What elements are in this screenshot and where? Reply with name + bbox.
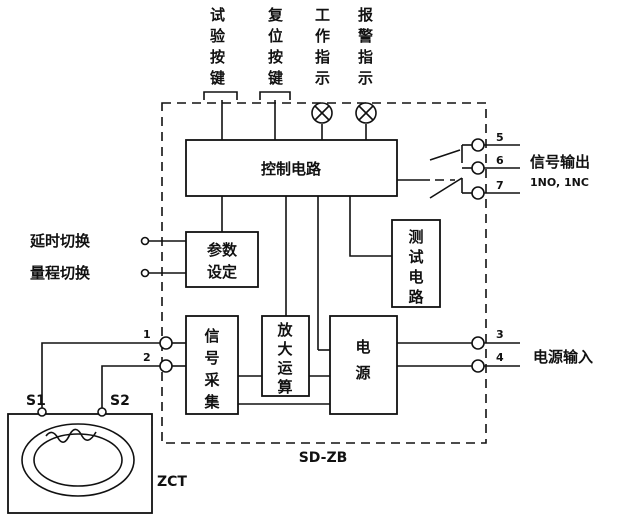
zct-housing (7, 413, 153, 514)
amplifier-char: 运 (277, 359, 292, 377)
power-input-label: 电源输入 (533, 348, 593, 366)
signal-output-label: 信号输出 (530, 153, 590, 171)
alarm-indicator-char: 报 (358, 6, 373, 24)
test-button-connector (203, 91, 238, 100)
alarm-indicator-lamp-icon (355, 102, 377, 124)
relay-nc-contact (429, 149, 461, 161)
terminal-3 (471, 336, 485, 350)
test-circuit-char: 试 (408, 248, 423, 266)
signal-acquisition-char: 信 (204, 327, 219, 345)
terminal-7 (471, 186, 485, 200)
test-circuit-char: 电 (408, 268, 423, 286)
parameter-setting-label: 参数 (207, 241, 238, 259)
terminal-1 (159, 336, 173, 350)
control-circuit-label: 控制电路 (261, 160, 322, 178)
test-button-char: 试 (210, 6, 225, 24)
relay-no-contact (429, 177, 463, 199)
test-button-char: 键 (209, 69, 225, 87)
zct-label: ZCT (157, 474, 187, 490)
terminal-2 (159, 359, 173, 373)
s2-terminal (97, 407, 107, 417)
range-switch-terminal (140, 268, 150, 278)
amplifier-char: 放 (276, 321, 293, 339)
reset-button-label: 复 位 按 键 (267, 6, 284, 87)
reset-button-char: 位 (268, 27, 283, 45)
signal-acquisition-char: 集 (203, 393, 220, 411)
power-supply-char: 电 (355, 338, 370, 356)
alarm-indicator-label: 报 警 指 示 (357, 6, 373, 87)
s1-wire (41, 342, 160, 408)
signal-acquisition-block (185, 315, 239, 415)
work-indicator-label: 工 作 指 示 (315, 6, 330, 87)
amplifier-char: 大 (277, 340, 292, 358)
delay-switch-terminal (140, 236, 150, 246)
terminal-1-label: 1 (143, 328, 151, 341)
control-to-test-circuit-wire (349, 196, 392, 257)
terminal-6-label: 6 (496, 154, 504, 167)
alarm-indicator-char: 指 (358, 48, 373, 66)
s1-terminal (37, 407, 47, 417)
reset-button-char: 按 (268, 48, 283, 66)
amplifier-block (261, 315, 310, 397)
enclosure-label: SD-ZB (299, 450, 348, 466)
work-indicator-char: 示 (315, 69, 330, 87)
terminal-5-label: 5 (496, 131, 504, 144)
test-circuit-char: 路 (408, 288, 424, 306)
terminal-6 (471, 161, 485, 175)
s2-label: S2 (110, 393, 130, 409)
test-button-label: 试 验 按 键 (209, 6, 226, 87)
signal-acquisition-char: 采 (203, 371, 220, 389)
power-supply-char: 源 (355, 364, 370, 382)
test-button-char: 验 (210, 27, 226, 45)
signal-output-contacts: 1NO, 1NC (530, 176, 589, 189)
alarm-indicator-char: 警 (357, 27, 373, 45)
control-circuit-block (185, 139, 398, 197)
reset-button-char: 复 (267, 6, 284, 24)
test-button-char: 按 (210, 48, 225, 66)
terminal-3-label: 3 (496, 328, 504, 341)
work-indicator-char: 指 (315, 48, 330, 66)
parameter-setting-block (185, 231, 259, 288)
s2-wire (101, 365, 160, 408)
reset-button-char: 键 (267, 69, 283, 87)
work-indicator-char: 工 (315, 6, 330, 24)
amplifier-char: 算 (277, 378, 292, 396)
test-circuit-char: 测 (408, 228, 423, 246)
zct-coil-icon (21, 423, 135, 497)
terminal-5 (471, 138, 485, 152)
parameter-setting-label: 设定 (207, 263, 237, 281)
terminal-4 (471, 359, 485, 373)
alarm-indicator-char: 示 (358, 69, 373, 87)
s1-label: S1 (26, 393, 46, 409)
work-indicator-lamp-icon (311, 102, 333, 124)
work-indicator-char: 作 (315, 27, 330, 45)
terminal-7-label: 7 (496, 179, 504, 192)
terminal-2-label: 2 (143, 351, 151, 364)
power-supply-block (329, 315, 398, 415)
range-switch-label: 量程切换 (30, 264, 91, 282)
terminal-4-label: 4 (496, 351, 504, 364)
test-circuit-block (391, 219, 441, 308)
signal-acquisition-char: 号 (204, 349, 219, 367)
reset-button-connector (259, 91, 291, 100)
delay-switch-label: 延时切换 (29, 232, 91, 250)
